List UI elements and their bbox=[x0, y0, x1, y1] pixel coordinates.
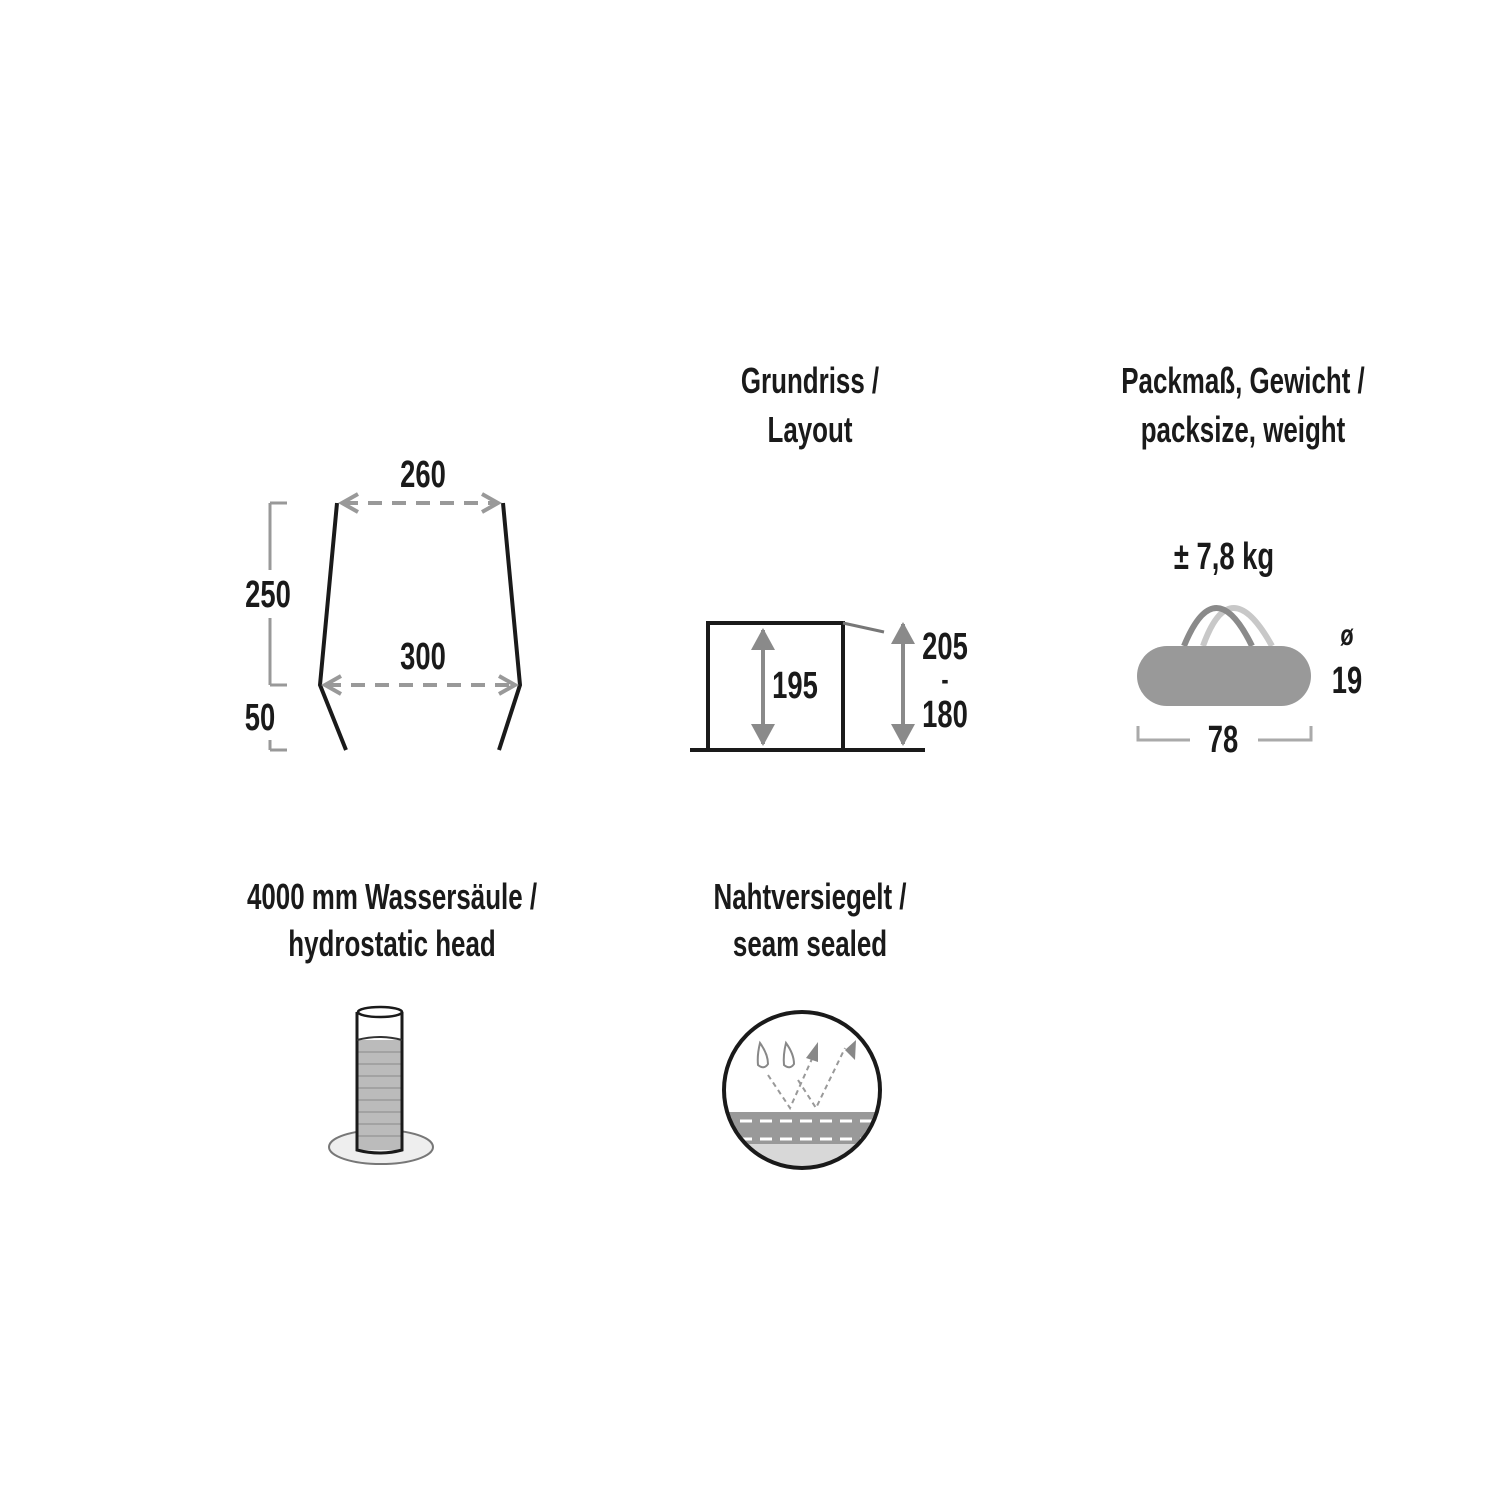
outer-height-min-label: 180 bbox=[922, 694, 968, 736]
packbag-icon bbox=[1136, 605, 1313, 742]
length-label: 78 bbox=[1207, 719, 1239, 761]
inner-height-label: 195 bbox=[772, 665, 818, 707]
pack-title: Packmaß, Gewicht / bbox=[1121, 360, 1365, 401]
pack-title-en: packsize, weight bbox=[1140, 409, 1346, 450]
outer-height-max-label: 205 bbox=[922, 626, 968, 668]
waterproof-title-en: hydrostatic head bbox=[288, 923, 496, 964]
weight-label: ± 7,8 kg bbox=[1173, 536, 1275, 578]
layout-title-en: Layout bbox=[767, 409, 853, 450]
seams-title: Nahtversiegelt / bbox=[713, 876, 907, 917]
layout-title: Grundriss / bbox=[740, 360, 880, 401]
diameter-symbol: ø bbox=[1340, 619, 1354, 652]
height-range-separator: - bbox=[941, 663, 949, 697]
floor-plan-diagram bbox=[268, 501, 523, 752]
waterproof-title: 4000 mm Wassersäule / bbox=[246, 876, 538, 917]
diameter-label: 19 bbox=[1331, 660, 1363, 702]
layout-diagram bbox=[690, 621, 925, 752]
water-column-icon bbox=[328, 1005, 434, 1165]
height-label: 250 bbox=[245, 574, 291, 616]
seams-title-en: seam sealed bbox=[732, 923, 888, 964]
bottom-width-label: 300 bbox=[400, 636, 446, 678]
height-bracket bbox=[268, 501, 287, 752]
vestibule-label: 50 bbox=[244, 697, 276, 739]
top-width-label: 260 bbox=[400, 454, 446, 496]
seam-sealed-icon bbox=[722, 1010, 882, 1170]
